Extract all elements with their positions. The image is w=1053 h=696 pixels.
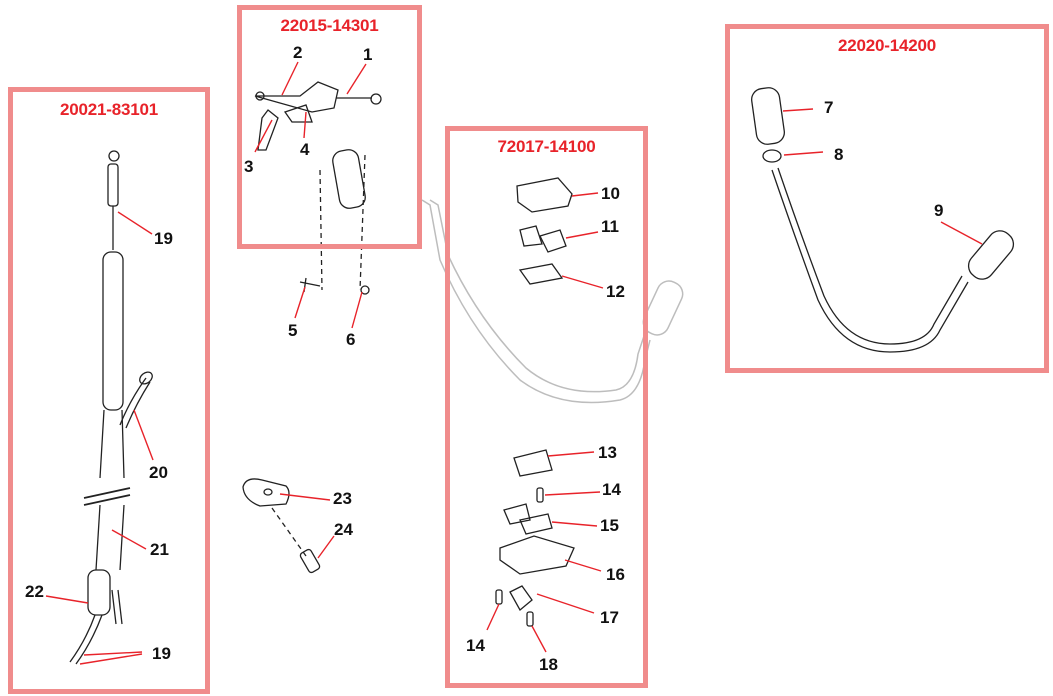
group-box-20021-83101: 20021-83101 [8,87,210,694]
group-box-22020-14200: 22020-14200 [725,24,1049,373]
mount-parts [495,177,575,627]
callout-23: 23 [333,489,352,508]
callout-5: 5 [288,321,298,340]
callout-18: 18 [539,655,558,674]
callout-7: 7 [824,98,834,117]
callout-10: 10 [601,184,620,203]
callout-22: 22 [25,582,44,601]
ghost-handlebar [421,199,684,404]
callout-1: 1 [363,45,373,64]
group-box-72017-14100: 72017-14100 [445,126,648,688]
callout-19a: 19 [154,229,173,248]
group-code: 22020-14200 [837,36,936,55]
clamp-parts [242,478,321,574]
callout-19b: 19 [152,644,171,663]
callout-3: 3 [244,157,254,176]
callout-16: 16 [606,565,625,584]
group-box-22015-14301: 22015-14301 [237,5,422,249]
callout-13: 13 [598,443,617,462]
leader-lines [45,61,983,665]
callout-6: 6 [346,330,356,349]
callout-14b: 14 [466,636,485,655]
handle-bar [751,87,1015,353]
callout-8: 8 [834,145,844,164]
callout-20: 20 [149,463,168,482]
throttle-cable [69,150,153,665]
callout-4: 4 [300,140,310,159]
callout-2: 2 [293,43,303,62]
lever-assembly [254,81,382,295]
callout-17: 17 [600,608,619,627]
callout-24: 24 [334,520,353,539]
group-code: 22015-14301 [280,16,379,35]
group-code: 72017-14100 [497,137,596,156]
callout-15: 15 [600,516,619,535]
group-code: 20021-83101 [59,100,158,119]
callout-21: 21 [150,540,169,559]
callout-9: 9 [934,201,944,220]
callout-12: 12 [606,282,625,301]
callout-11: 11 [601,217,619,236]
callout-14a: 14 [602,480,621,499]
